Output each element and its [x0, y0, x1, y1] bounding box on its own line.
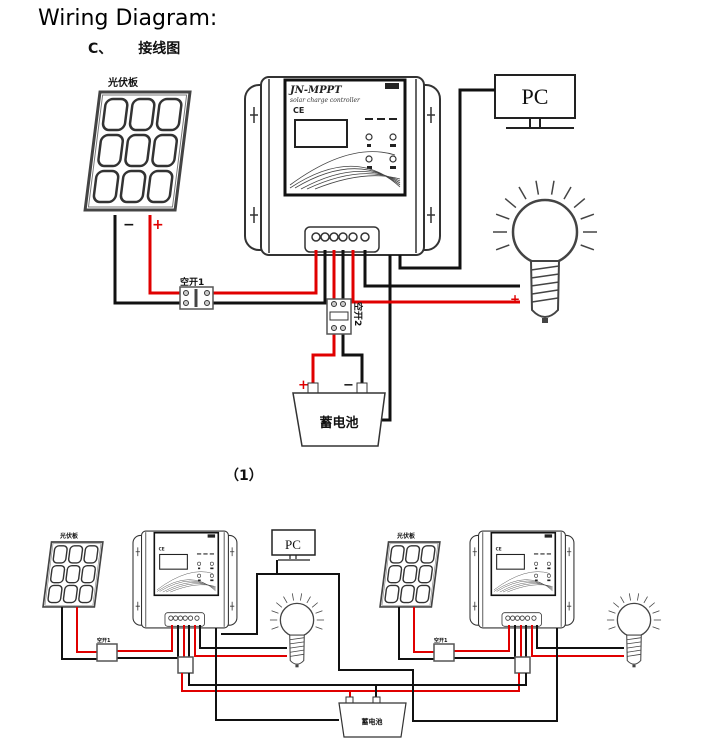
breaker-1: 空开1: [179, 276, 214, 310]
solar-panel-label: 光伏板: [107, 76, 139, 89]
shared-wiring: [181, 560, 558, 722]
battery-plus-label: +: [298, 378, 309, 393]
solar-panel: [379, 541, 441, 608]
battery-label: 蓄电池: [362, 717, 383, 726]
page-title: Wiring Diagram:: [38, 6, 218, 31]
load-plus-label: +: [510, 292, 520, 306]
battery-minus-label: −: [343, 378, 354, 393]
section-subtitle: 接线图: [138, 41, 181, 57]
breaker-1-label: 空开1: [434, 637, 448, 644]
device-model: JN-MPPT: [288, 85, 343, 96]
battery-shared: 蓄电池: [338, 696, 407, 738]
charge-controller: [132, 530, 238, 629]
section-heading: C、 接线图: [88, 38, 206, 58]
breaker-1-label: 空开1: [180, 276, 204, 288]
battery: 蓄电池 + −: [292, 378, 386, 447]
battery-label: 蓄电池: [319, 415, 358, 431]
device-subtitle: solar charge controller: [290, 97, 361, 104]
charge-controller: [469, 530, 575, 629]
wires-positive: [148, 215, 520, 385]
solar-panel: [42, 541, 104, 608]
wires-negative: [113, 88, 520, 422]
system-right: 光伏板 空开1: [379, 530, 662, 674]
solar-panel: [83, 90, 192, 212]
pc-label: PC: [285, 537, 301, 552]
section-prefix: C、: [88, 41, 113, 57]
solar-panel-label: 光伏板: [59, 532, 79, 540]
figure-label: （1）: [225, 468, 263, 484]
breaker-2: 空开2: [326, 298, 364, 335]
breaker-2-label: 空开2: [352, 302, 364, 326]
system-left: 光伏板 空开1: [42, 530, 325, 674]
breaker-1-label: 空开1: [97, 637, 111, 644]
pc-monitor: PC: [494, 74, 576, 129]
solar-minus-label: −: [123, 217, 135, 233]
pc-label: PC: [522, 84, 549, 109]
solar-panel-label: 光伏板: [396, 532, 416, 540]
solar-plus-label: +: [152, 217, 164, 233]
pc-monitor-small: PC: [271, 529, 316, 561]
